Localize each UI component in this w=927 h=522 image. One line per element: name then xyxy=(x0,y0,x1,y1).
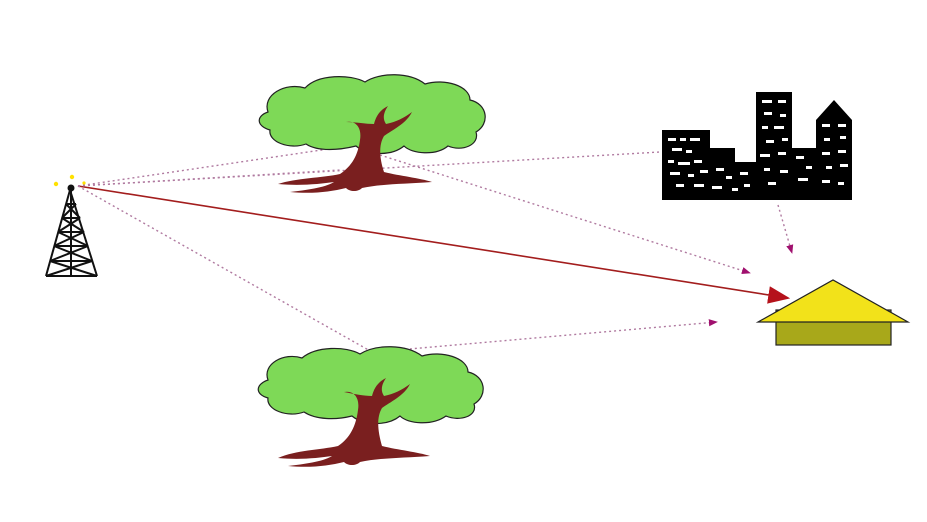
building-window xyxy=(840,164,848,167)
building-window xyxy=(780,170,788,173)
building-window xyxy=(764,112,772,115)
building-window xyxy=(778,152,786,155)
building-window xyxy=(668,160,674,163)
tree-icon xyxy=(258,74,486,193)
building-window xyxy=(824,138,830,141)
building-window xyxy=(732,188,738,191)
building-window xyxy=(688,174,694,177)
direct-path-tower-to-house xyxy=(77,185,791,304)
building-window xyxy=(680,138,686,141)
path-tower-to-tree-top xyxy=(77,147,336,187)
path-buildings-to-house xyxy=(777,204,794,254)
building-window xyxy=(668,138,676,141)
building-window xyxy=(768,182,776,185)
building-window xyxy=(838,124,846,127)
building-window xyxy=(670,172,680,175)
building-window xyxy=(774,126,784,129)
tree-icon xyxy=(257,346,484,467)
building-window xyxy=(766,140,774,143)
building-window xyxy=(726,176,732,179)
building-window xyxy=(840,136,846,139)
building-window xyxy=(676,184,684,187)
building-window xyxy=(712,186,722,189)
building-window xyxy=(782,138,788,141)
building-window xyxy=(780,114,786,117)
building-window xyxy=(838,182,844,185)
building-window xyxy=(822,180,830,183)
building-window xyxy=(826,166,832,169)
building-window xyxy=(694,184,704,187)
path-tree-bottom-to-house xyxy=(374,319,718,353)
building-window xyxy=(694,160,702,163)
building-window xyxy=(686,150,692,153)
building-window xyxy=(678,162,690,165)
building-window xyxy=(798,178,808,181)
building-window xyxy=(762,100,772,103)
building-window xyxy=(822,152,830,155)
building-window xyxy=(764,168,770,171)
building-window xyxy=(806,166,812,169)
building-window xyxy=(762,126,768,129)
building-window xyxy=(672,148,682,151)
building-window xyxy=(744,184,750,187)
building-window xyxy=(716,168,724,171)
building-window xyxy=(760,154,770,157)
building-window xyxy=(690,138,700,141)
building-window xyxy=(700,170,708,173)
building-window xyxy=(778,100,786,103)
signal-spark-icon xyxy=(53,174,86,187)
city-buildings-icon xyxy=(662,92,852,200)
path-tower-to-tree-bottom xyxy=(77,185,373,353)
building-window xyxy=(796,156,804,159)
building-window xyxy=(740,172,748,175)
radio-tower-icon xyxy=(45,174,98,277)
house-icon xyxy=(755,279,911,346)
building-window xyxy=(838,150,846,153)
building-window xyxy=(822,124,830,127)
